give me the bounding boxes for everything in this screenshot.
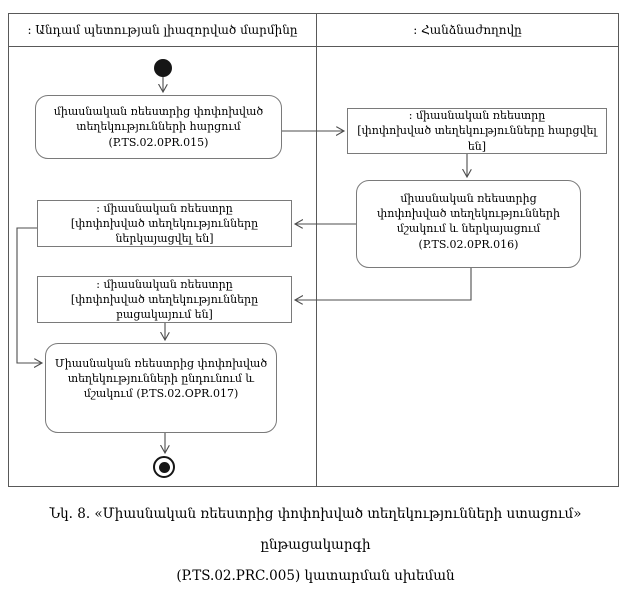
diagram-frame: : Անդամ պետության լիազորված մարմինը : Հա… [8,13,619,487]
final-node-inner-dot [158,461,170,473]
figure-caption: Նկ. 8. «Միասնական ռեեստրից փոփոխված տեղե… [0,499,631,592]
activity-diagram: : Անդամ պետության լիազորված մարմինը : Հա… [8,13,619,584]
object-title: : միասնական ռեեստրը [96,277,233,291]
object-title: : միասնական ռեեստրը [96,201,233,215]
object-title: : միասնական ռեեստրը [408,109,546,123]
activity-code: (P.TS.02.OPR.017) [136,387,239,401]
activity-label: միասնական ռեեստրից փոփոխված տեղեկություն… [53,105,264,134]
object-state: [փոփոխված տեղեկությունները բացակայում են… [70,292,259,322]
lane-header-commission: : Հանձնաժողովը [413,23,522,37]
caption-line-1: Նկ. 8. «Միասնական ռեեստրից փոփոխված տեղե… [49,506,582,553]
activity-code: (P.TS.02.0PR.016) [418,237,519,251]
activity-label: միասնական ռեեստրից փոփոխված տեղեկություն… [377,192,560,236]
activity-label: Միասնական ռեեստրից փոփոխված տեղեկություն… [54,357,268,401]
lane-header-authorized-body: : Անդամ պետության լիազորված մարմինը [9,14,317,46]
activity-label-with-code: Միասնական ռեեստրից փոփոխված տեղեկություն… [54,356,268,402]
swimlane-divider [316,46,317,487]
object-state: [փոփոխված տեղեկությունները ներկայացվել ե… [70,216,259,246]
activity-label-with-code: միասնական ռեեստրից փոփոխված տեղեկություն… [365,191,572,252]
object-registry-absent: : միասնական ռեեստրը [փոփոխված տեղեկությո… [37,276,292,323]
caption-line-2: (P.TS.02.PRC.005) կատարման սխեման [176,568,455,584]
object-state: [փոփոխված տեղեկությունները հարցվել են] [357,124,597,153]
object-registry-queried: : միասնական ռեեստրը [փոփոխված տեղեկությո… [347,108,607,154]
activity-query-changed-info: միասնական ռեեստրից փոփոխված տեղեկություն… [35,95,282,159]
activity-code: (P.TS.02.0PR.015) [108,135,209,149]
object-registry-presented: : միասնական ռեեստրը [փոփոխված տեղեկությո… [37,200,292,247]
final-node [153,456,175,478]
swimlane-header-row: : Անդամ պետության լիազորված մարմինը : Հա… [9,14,618,47]
initial-node [154,59,172,77]
activity-process-present-info: միասնական ռեեստրից փոփոխված տեղեկություն… [356,180,581,268]
activity-receive-process-info: Միասնական ռեեստրից փոփոխված տեղեկություն… [45,343,277,433]
